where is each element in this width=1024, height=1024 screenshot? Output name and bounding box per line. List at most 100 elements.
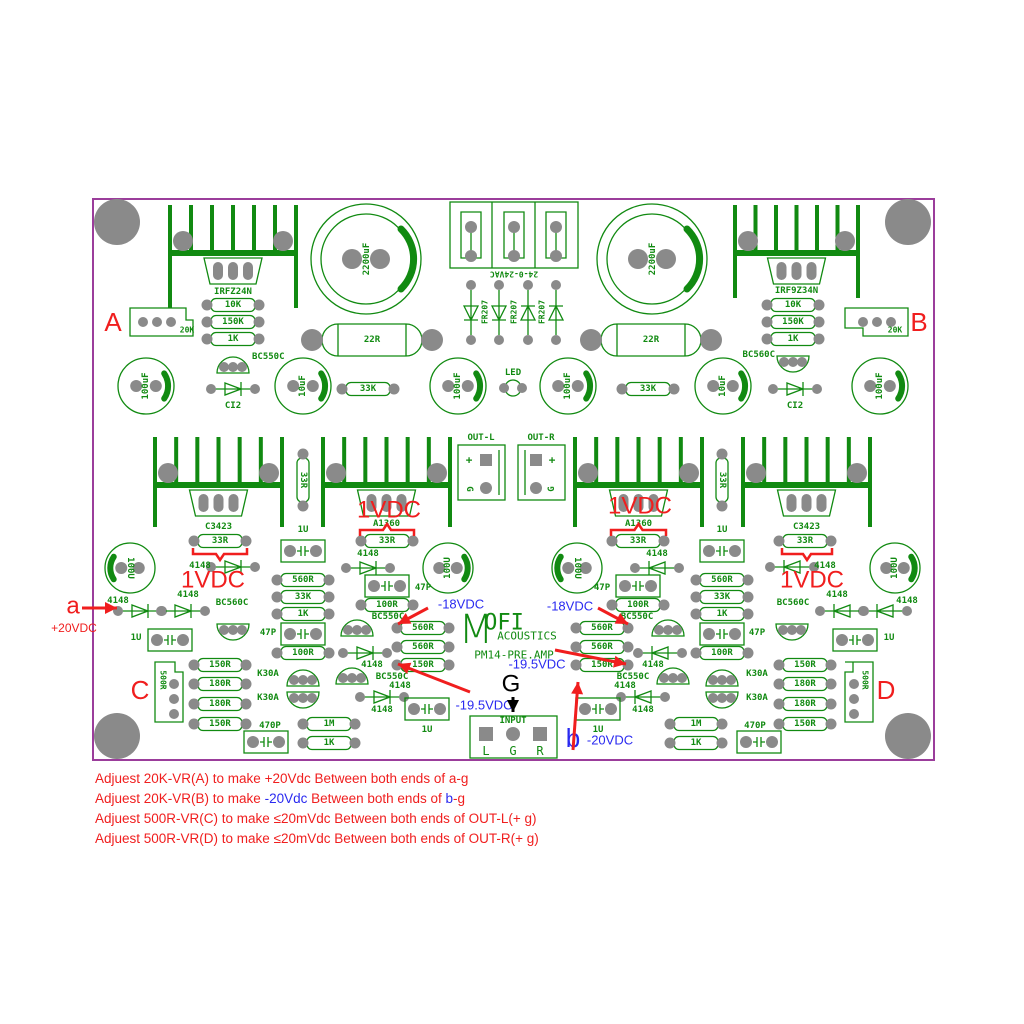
- pad: [149, 380, 162, 392]
- diode-symbol: [165, 604, 201, 618]
- transistor-outline: [775, 623, 809, 641]
- note-text: Between both ends of: [307, 791, 446, 806]
- pad: [606, 535, 618, 547]
- transistor-outline: [651, 619, 685, 637]
- component-label: 4148: [107, 596, 129, 606]
- capacitor-outline: [736, 730, 782, 754]
- pad: [571, 380, 584, 392]
- pad: [717, 675, 727, 685]
- capacitor-outline: [147, 628, 193, 652]
- capacitor-outline: [429, 357, 487, 415]
- pad: [273, 231, 293, 251]
- pad: [152, 317, 162, 327]
- pad: [679, 463, 699, 483]
- pad: [297, 448, 309, 460]
- pad: [219, 625, 229, 635]
- pad-square: [479, 727, 493, 741]
- capacitor-outline: [280, 622, 326, 646]
- component-label: 1K: [788, 334, 799, 344]
- pad: [716, 718, 728, 730]
- pad: [796, 625, 806, 635]
- note-point: b: [445, 791, 453, 806]
- polarity-band: [161, 370, 171, 402]
- pad: [551, 280, 561, 290]
- capacitor-outline: [117, 357, 175, 415]
- pad: [381, 494, 392, 512]
- pad: [166, 317, 176, 327]
- component-label: 1K: [717, 609, 728, 619]
- diode-symbol: [215, 560, 251, 574]
- transistor-outline: [776, 489, 837, 517]
- capacitor-outline: [539, 357, 597, 415]
- component-label: 22R: [364, 335, 381, 345]
- component-label: 1M: [691, 719, 702, 729]
- pad: [660, 692, 670, 702]
- component-label: 1U: [298, 525, 309, 535]
- component-label: 500R: [159, 670, 168, 689]
- pad: [809, 562, 819, 572]
- capacitor-outline: [310, 203, 422, 315]
- annotation-arrow: [597, 606, 629, 626]
- component-label: FR207: [538, 300, 547, 324]
- pad: [864, 380, 877, 392]
- measurement-brace: [191, 548, 249, 563]
- diode-symbol: [639, 561, 675, 575]
- polarity-band: [683, 225, 704, 293]
- electrolytic-capacitor: [551, 542, 603, 594]
- pad: [530, 482, 542, 494]
- diode-symbol: [347, 646, 383, 660]
- diode-symbol: [364, 690, 400, 704]
- component-label: 33K: [714, 592, 731, 602]
- pad: [240, 718, 252, 730]
- pad: [169, 679, 179, 689]
- pad: [580, 329, 602, 351]
- voltage-annotation: 1VDC: [357, 497, 421, 524]
- pad: [618, 494, 629, 512]
- pad: [738, 231, 758, 251]
- pad: [616, 692, 626, 702]
- pad: [606, 599, 618, 611]
- capacitor-outline: [422, 542, 474, 594]
- component-label: 4148: [896, 596, 918, 606]
- film-capacitor: [243, 730, 289, 754]
- pad: [310, 545, 322, 557]
- pad: [761, 333, 773, 345]
- component-label: IRFZ24N: [214, 287, 252, 297]
- arrow-head: [613, 655, 626, 668]
- pad: [836, 634, 848, 646]
- component-label: FR207: [510, 300, 519, 324]
- pad: [816, 494, 827, 512]
- pad: [271, 574, 283, 586]
- component-label: 1K: [298, 609, 309, 619]
- pot-letter: B: [910, 307, 927, 337]
- pad: [115, 562, 128, 574]
- component-label: 100R: [711, 648, 733, 658]
- diode-symbol: [122, 604, 158, 618]
- pad: [779, 357, 789, 367]
- transistor: [340, 619, 374, 637]
- pad: [633, 494, 644, 512]
- pad: [342, 249, 362, 269]
- pad: [355, 535, 367, 547]
- component-label: 470P: [744, 721, 766, 731]
- power-resistor: [600, 323, 702, 357]
- component-label: 150R: [209, 719, 231, 729]
- capacitor-outline: [832, 628, 878, 652]
- pad: [708, 675, 718, 685]
- transistor-outline: [286, 691, 320, 709]
- arrow-line: [554, 648, 627, 666]
- component-label: 10K: [785, 300, 802, 310]
- electrolytic-capacitor: [694, 357, 752, 415]
- capacitor-symbol: [164, 635, 176, 645]
- pad: [382, 648, 392, 658]
- pad: [717, 693, 727, 703]
- measurement-brace: [780, 548, 834, 563]
- pad: [708, 693, 718, 703]
- component-label: 560R: [711, 575, 733, 585]
- component-label: 180R: [209, 679, 231, 689]
- component-label: 180R: [209, 699, 231, 709]
- component-label: G: [509, 744, 516, 758]
- pad: [130, 380, 143, 392]
- electrolytic-capacitor: [851, 357, 909, 415]
- mounting-hole: [885, 199, 931, 245]
